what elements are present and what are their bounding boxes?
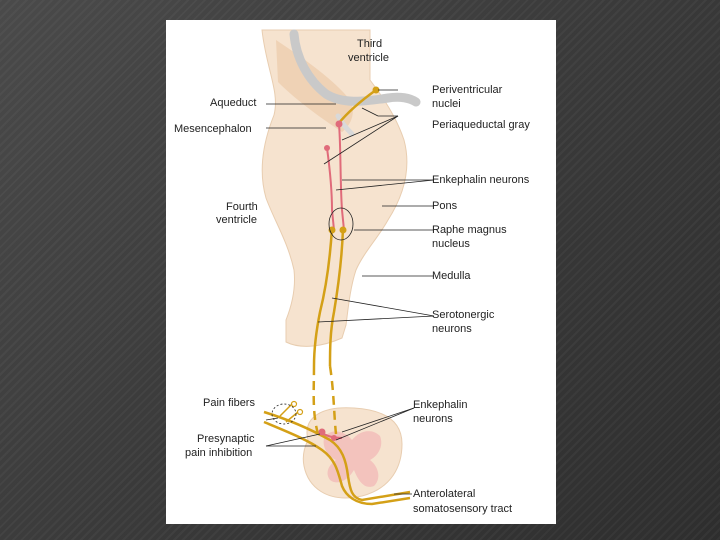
spinal-enkephalin-soma	[318, 428, 326, 436]
label-medulla: Medulla	[432, 270, 471, 282]
label-third-ventricle-line1: Third	[357, 38, 383, 50]
label-enkephalin-neurons-top: Enkephalin neurons	[432, 174, 530, 186]
leader-lines	[265, 89, 435, 495]
slide-panel: Third ventricle Aqueduct Mesencephalon F…	[166, 20, 556, 524]
serotonergic-dashed-left	[312, 365, 320, 435]
label-serotonergic-line1: Serotonergic	[432, 309, 495, 321]
mesencephalon-soma	[324, 145, 330, 151]
raphe-circle	[328, 207, 354, 241]
label-periventricular-line1: Periventricular	[432, 84, 503, 96]
label-raphe-line1: Raphe magnus	[432, 224, 507, 236]
label-aqueduct: Aqueduct	[210, 97, 257, 109]
label-anterolateral-line1: Anterolateral	[413, 488, 476, 500]
aqueduct-channel	[335, 113, 355, 137]
pain-fiber	[263, 410, 411, 502]
serotonergic-neuron-right	[328, 227, 345, 367]
label-pain-fibers: Pain fibers	[203, 397, 255, 409]
pain-fiber-terminal-b	[296, 408, 304, 416]
raphe-soma-right	[339, 226, 347, 234]
label-periventricular-line2: nuclei	[432, 98, 461, 110]
label-raphe-line2: nucleus	[432, 238, 470, 250]
label-enkephalin-neurons-bottom-line2: neurons	[413, 413, 453, 425]
label-pons: Pons	[432, 200, 458, 212]
label-anterolateral-line2: somatosensory tract	[413, 503, 513, 515]
periaqueductal-soma	[335, 120, 343, 128]
label-fourth-ventricle-line1: Fourth	[226, 201, 258, 213]
label-third-ventricle-line2: ventricle	[348, 52, 389, 64]
enkephalin-neuron-left	[326, 147, 335, 231]
label-serotonergic-line2: neurons	[432, 323, 472, 335]
label-mesencephalon: Mesencephalon	[174, 123, 252, 135]
pain-fiber-terminal-a	[290, 400, 298, 408]
presynaptic-circle	[271, 403, 297, 425]
brain-tissue	[261, 29, 408, 347]
serotonergic-dashed-right	[328, 365, 338, 435]
spinal-enkephalin-soma-2	[331, 435, 337, 441]
label-presynaptic-line1: Presynaptic	[197, 433, 255, 445]
label-fourth-ventricle-line2: ventricle	[216, 214, 257, 226]
serotonergic-neuron-left	[312, 227, 334, 367]
label-presynaptic-line2: pain inhibition	[185, 447, 253, 459]
label-periaqueductal-gray: Periaqueductal gray	[432, 119, 530, 131]
pain-suppression-diagram	[261, 29, 435, 506]
anterolateral-tract	[263, 420, 411, 506]
periventricular-soma	[372, 86, 380, 94]
label-enkephalin-neurons-bottom-line1: Enkephalin	[413, 399, 468, 411]
ventricle-band	[289, 29, 421, 107]
